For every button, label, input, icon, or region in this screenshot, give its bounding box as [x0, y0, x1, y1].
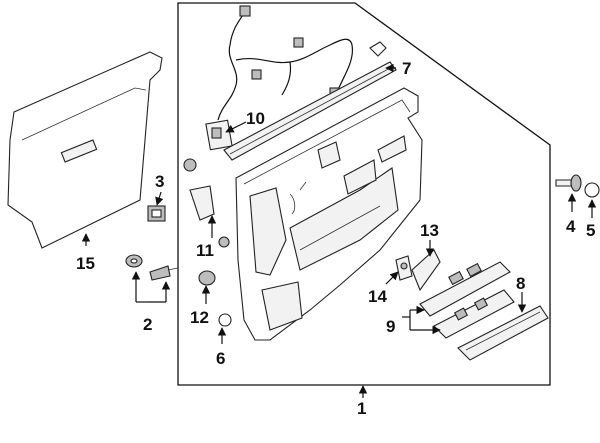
door-trim-panel	[235, 87, 423, 341]
callout-14: 14	[368, 287, 387, 306]
retainer-clip	[147, 205, 166, 222]
callout-2: 2	[143, 315, 152, 334]
callout-12: 12	[190, 308, 209, 327]
callout-15: 15	[76, 254, 95, 273]
callout-1: 1	[357, 399, 366, 418]
belt-moulding	[223, 61, 397, 161]
callout-3: 3	[155, 172, 164, 191]
callout-4: 4	[566, 217, 576, 236]
trim-pad-panel	[7, 51, 163, 249]
callout-5: 5	[586, 221, 595, 240]
armrest-cover	[457, 305, 549, 361]
callout-6: 6	[216, 349, 225, 368]
leader-lines	[81, 63, 597, 398]
grommet-and-screw	[125, 254, 179, 281]
callout-9: 9	[386, 317, 395, 336]
screw-and-cap-right	[555, 174, 600, 198]
power-window-switch	[419, 261, 515, 339]
callout-13: 13	[420, 221, 439, 240]
switch-bracket	[395, 249, 441, 292]
assembly-frame	[177, 2, 551, 386]
fasteners-left	[183, 158, 232, 327]
cap-plug	[369, 41, 387, 57]
callout-11: 11	[196, 241, 214, 260]
callout-10: 10	[246, 109, 265, 128]
callout-8: 8	[516, 274, 525, 293]
callout-7: 7	[402, 59, 411, 78]
